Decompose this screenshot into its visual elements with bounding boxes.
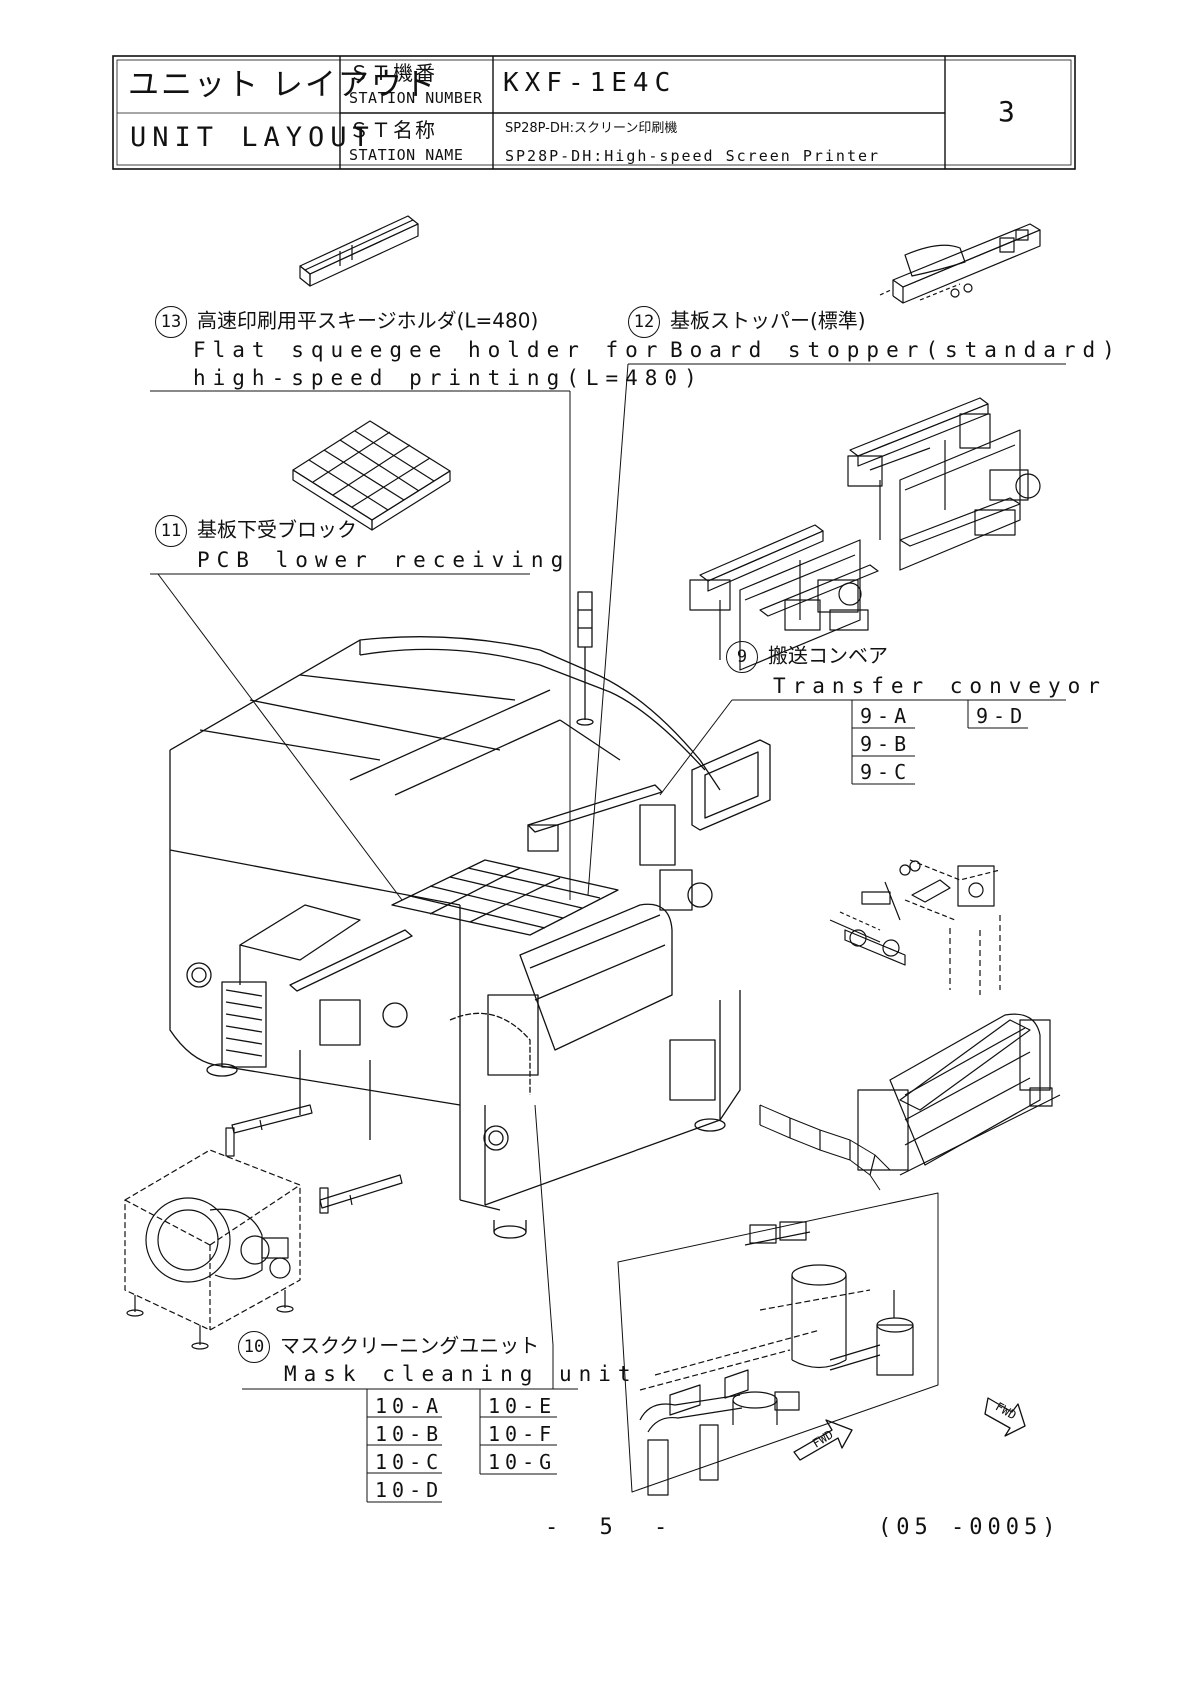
code-10-g: 10-G	[488, 1450, 557, 1474]
unit-layout-jp: ユニット レイアウト	[128, 67, 437, 103]
callout-12-number: 12	[628, 306, 660, 338]
floor-plates	[225, 1104, 403, 1214]
fwd-arrow-2	[984, 1397, 1026, 1437]
callout-10-jp-text: マスククリーニングユニット	[280, 1333, 540, 1358]
st-name-label-jp: ＳＴ名称	[349, 118, 437, 142]
callout-11-en-line1: PCB lower receiving	[197, 548, 571, 572]
piping-detail-box	[617, 1192, 939, 1496]
code-10-c: 10-C	[375, 1450, 444, 1474]
callout-13-jp-text: 高速印刷用平スキージホルダ(L=480)	[197, 308, 539, 333]
callout-13-en-line2: high-speed printing(L=480)	[193, 366, 704, 390]
callout-10-en-line1: Mask cleaning unit	[284, 1362, 638, 1386]
code-9-d: 9-D	[976, 704, 1028, 728]
unit-layout-en: UNIT LAYOUT	[130, 122, 375, 153]
callout-9-jp-label: 9 搬送コンベア	[726, 641, 888, 673]
callout-9-number: 9	[726, 641, 758, 673]
code-10-d: 10-D	[375, 1478, 444, 1502]
callout-12-jp-label: 12 基板ストッパー(標準)	[628, 306, 866, 338]
code-table-9	[851, 700, 1028, 785]
st-number-label-jp: ＳＴ機番	[349, 61, 437, 85]
code-10-f: 10-F	[488, 1422, 557, 1446]
screen-printer-machine	[169, 591, 771, 1239]
callout-10-number: 10	[238, 1331, 270, 1363]
fwd-arrow-1	[793, 1419, 853, 1461]
callout-13-en-line1: Flat squeegee holder for	[193, 338, 665, 362]
page-number: - 5 -	[545, 1515, 682, 1540]
blower-unit-illustration	[124, 1149, 301, 1350]
board-stopper-illustration	[879, 223, 1041, 304]
code-9-b: 9-B	[860, 732, 912, 756]
transfer-conveyor-illustration	[689, 397, 1041, 671]
document-code: (05 -0005)	[878, 1515, 1061, 1540]
st-name-label-en: STATION NAME	[349, 146, 464, 164]
pcb-lower-receiving-illustration	[292, 420, 451, 531]
callout-11-jp-label: 11 基板下受ブロック	[155, 515, 357, 547]
sensor-bracket-illustration	[829, 859, 1001, 995]
callout-12-en-line1: Board stopper(standard)	[670, 338, 1122, 362]
code-9-c: 9-C	[860, 760, 912, 784]
leader-lines	[150, 363, 1066, 1390]
callout-12-jp-text: 基板ストッパー(標準)	[670, 308, 866, 333]
callout-11-number: 11	[155, 515, 187, 547]
callout-9-jp-text: 搬送コンベア	[768, 643, 888, 668]
code-10-b: 10-B	[375, 1422, 444, 1446]
sheet-number: 3	[998, 95, 1015, 128]
callout-9-en-line1: Transfer conveyor	[773, 674, 1107, 698]
callout-13-jp-label: 13 高速印刷用平スキージホルダ(L=480)	[155, 306, 538, 338]
squeegee-holder-illustration	[299, 215, 419, 287]
st-name-value-en: SP28P-DH:High-speed Screen Printer	[505, 147, 881, 165]
code-table-10	[366, 1389, 557, 1503]
callout-13-number: 13	[155, 306, 187, 338]
code-10-e: 10-E	[488, 1394, 557, 1418]
code-10-a: 10-A	[375, 1394, 444, 1418]
callout-10-jp-label: 10 マスククリーニングユニット	[238, 1331, 539, 1363]
callout-11-jp-text: 基板下受ブロック	[197, 517, 357, 542]
mask-cleaning-unit-detail	[759, 1013, 1061, 1191]
st-name-value-jp: SP28P-DH:スクリーン印刷機	[505, 121, 678, 136]
code-9-a: 9-A	[860, 704, 912, 728]
st-number-value: KXF-1E4C	[503, 68, 677, 98]
st-number-label-en: STATION NUMBER	[349, 89, 483, 107]
